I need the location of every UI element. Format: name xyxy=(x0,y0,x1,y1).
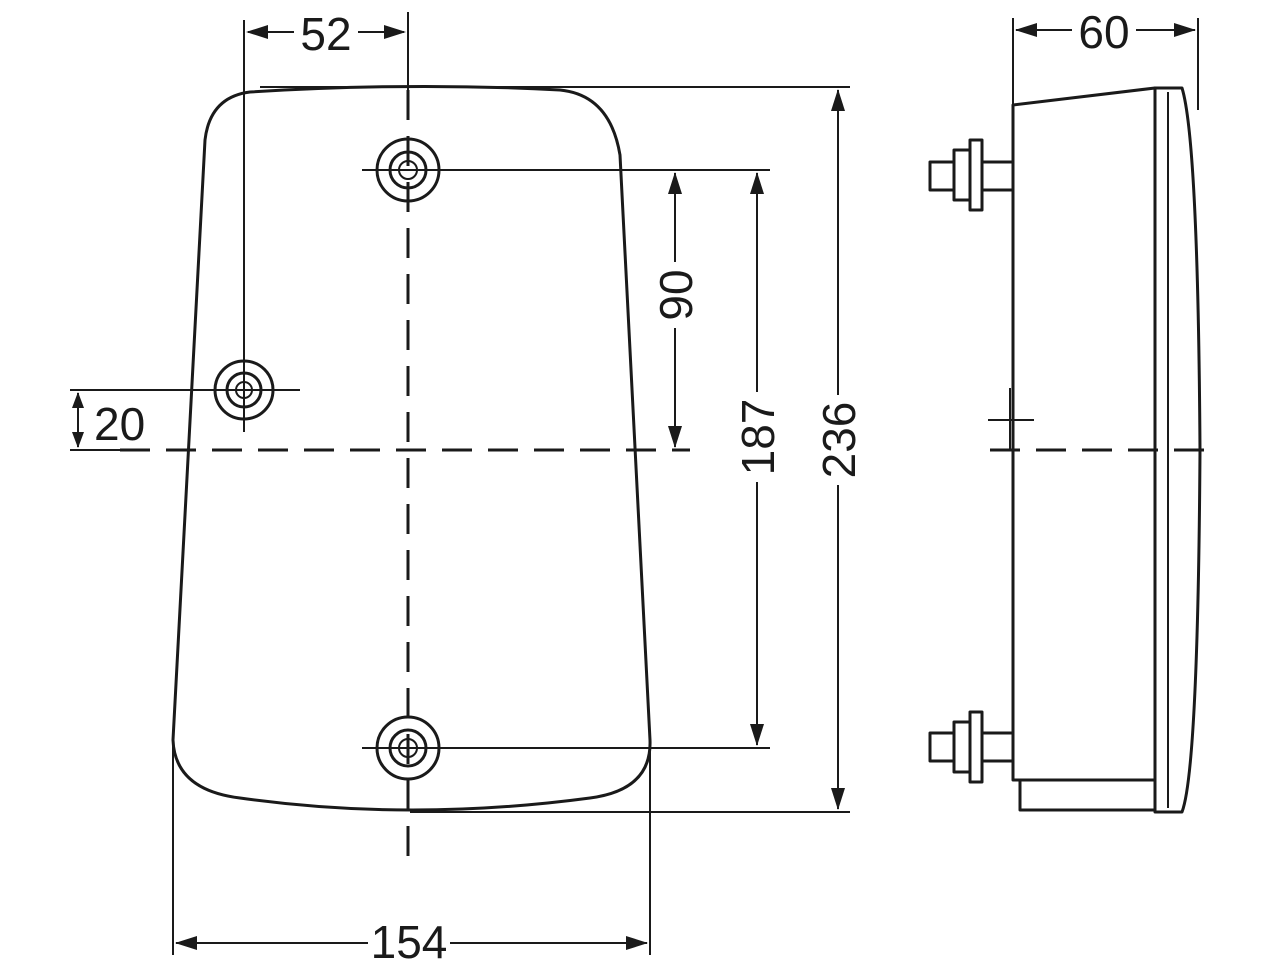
dimension-overall-height: 236 xyxy=(813,89,865,810)
dimension-side-hole-offset: 20 xyxy=(70,392,145,451)
mounting-hole-side xyxy=(70,20,300,432)
dimension-overall-width: 154 xyxy=(175,916,648,960)
dimension-depth: 60 xyxy=(1015,6,1196,58)
side-bolt-top xyxy=(928,138,1015,212)
mounting-hole-top xyxy=(362,137,770,203)
dimension-label-52: 52 xyxy=(300,8,351,60)
dimension-label-236: 236 xyxy=(813,402,865,479)
dimension-hole-spacing-total: 187 xyxy=(732,172,784,746)
front-view xyxy=(70,12,850,955)
dimension-label-90: 90 xyxy=(650,269,702,320)
side-view xyxy=(928,18,1220,814)
dimension-hole-spacing-upper: 90 xyxy=(650,172,702,448)
mounting-hole-bottom xyxy=(362,715,770,781)
dimension-label-60: 60 xyxy=(1078,6,1129,58)
side-bolt-bottom xyxy=(928,710,1015,784)
dimension-label-187: 187 xyxy=(732,399,784,476)
dimension-label-154: 154 xyxy=(371,916,448,960)
dimension-hole-offset-x: 52 xyxy=(246,8,406,60)
dimension-label-20: 20 xyxy=(94,398,145,450)
